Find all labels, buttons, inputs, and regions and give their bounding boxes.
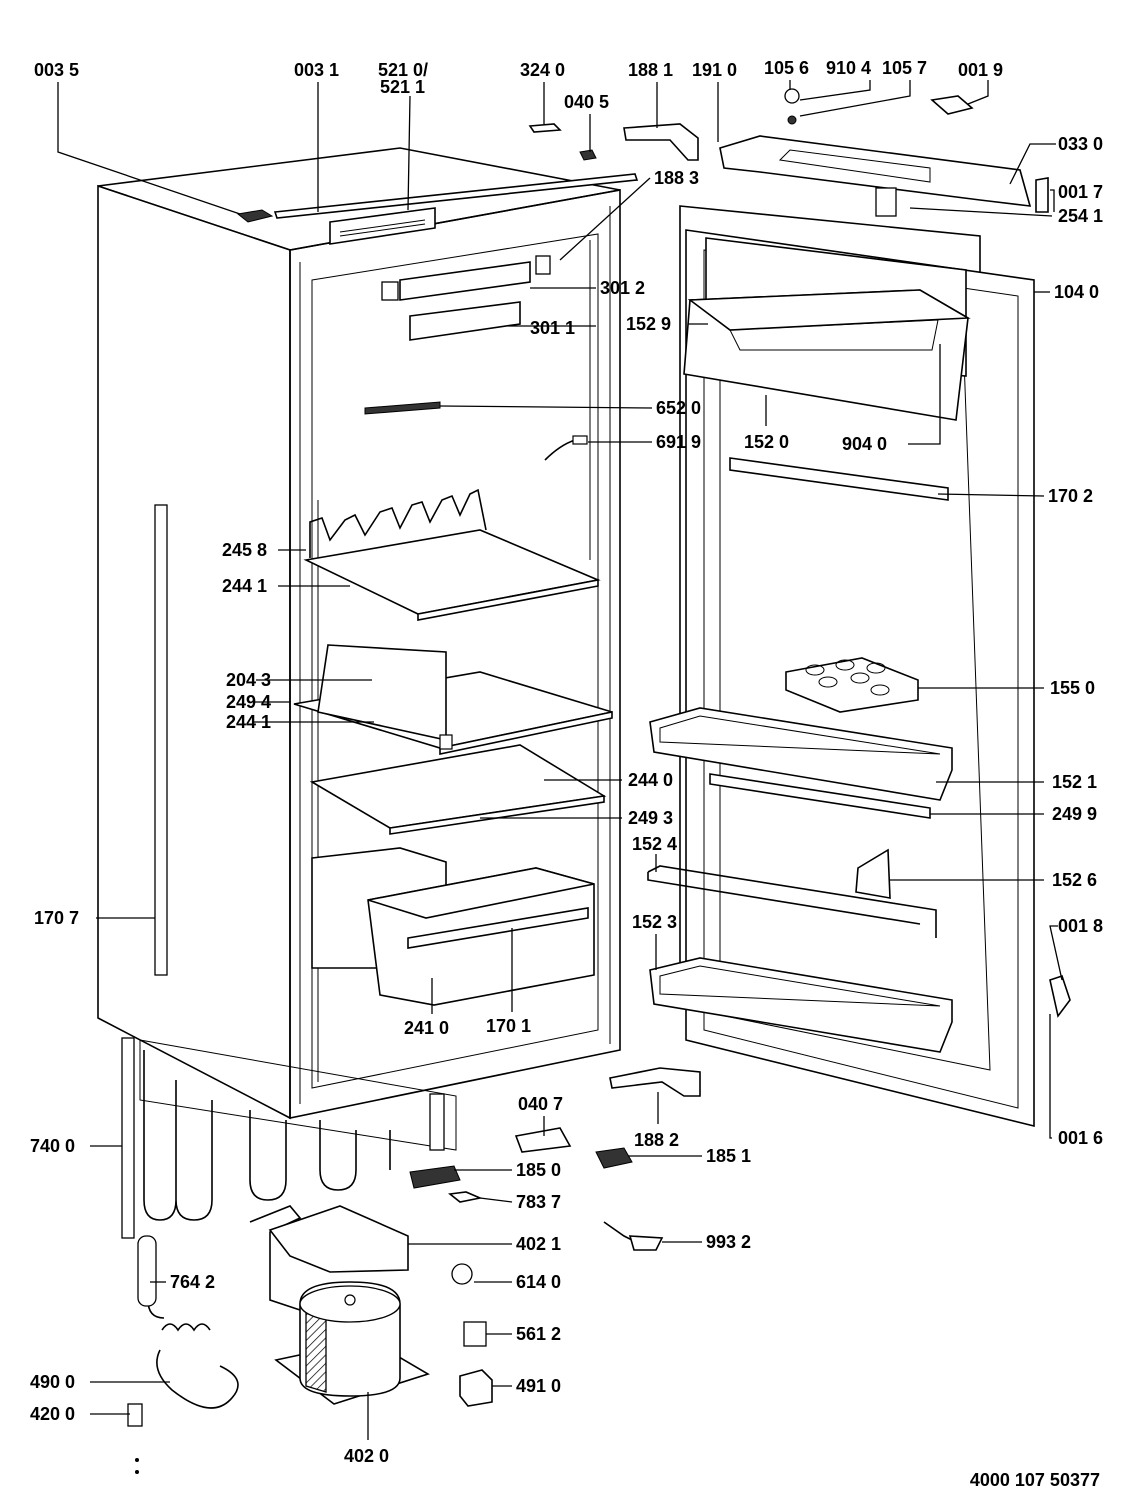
- label-9040: 904 0: [842, 434, 887, 454]
- label-4900: 490 0: [30, 1372, 75, 1392]
- label-4020: 402 0: [344, 1446, 389, 1466]
- label-1526: 152 6: [1052, 870, 1097, 890]
- label-7642: 764 2: [170, 1272, 215, 1292]
- label-4021: 402 1: [516, 1234, 561, 1254]
- label-0035: 003 5: [34, 60, 79, 80]
- document-number: 4000 107 50377: [970, 1470, 1100, 1490]
- label-0031: 003 1: [294, 60, 339, 80]
- label-2493: 249 3: [628, 808, 673, 828]
- label-2440: 244 0: [628, 770, 673, 790]
- shelf-lower: [309, 744, 607, 835]
- label-1850: 185 0: [516, 1160, 561, 1180]
- label-0018: 001 8: [1058, 916, 1103, 936]
- label-1520: 152 0: [744, 432, 789, 452]
- label-5211: 521 1: [380, 77, 425, 97]
- drain-channel-part-1707: [154, 504, 168, 976]
- label-2458: 245 8: [222, 540, 267, 560]
- label-5210: 521 0/: [378, 60, 428, 80]
- label-0407: 040 7: [518, 1094, 563, 1114]
- label-3012: 301 2: [600, 278, 645, 298]
- shelf-middle-with-cover: [293, 644, 613, 755]
- label-2494: 249 4: [226, 692, 271, 712]
- compressor-assembly: [127, 1205, 493, 1474]
- label-0330: 033 0: [1058, 134, 1103, 154]
- label-1702: 170 2: [1048, 486, 1093, 506]
- label-2441-upper: 244 1: [222, 576, 267, 596]
- label-2410: 241 0: [404, 1018, 449, 1038]
- label-1524: 152 4: [632, 834, 677, 854]
- label-1910: 191 0: [692, 60, 737, 80]
- crisper-drawer: [311, 847, 595, 1006]
- label-2499: 249 9: [1052, 804, 1097, 824]
- label-2043: 204 3: [226, 670, 271, 690]
- label-9104: 910 4: [826, 58, 871, 78]
- label-1851: 185 1: [706, 1146, 751, 1166]
- leader-lines: [57, 80, 1063, 1440]
- label-0017: 001 7: [1058, 182, 1103, 202]
- label-3011: 301 1: [530, 318, 575, 338]
- label-5612: 561 2: [516, 1324, 561, 1344]
- label-3240: 324 0: [520, 60, 565, 80]
- fridge-door: [647, 205, 1035, 1128]
- label-7837: 783 7: [516, 1192, 561, 1212]
- label-6919: 691 9: [656, 432, 701, 452]
- label-1056: 105 6: [764, 58, 809, 78]
- label-1550: 155 0: [1050, 678, 1095, 698]
- label-1529: 152 9: [626, 314, 671, 334]
- label-1701: 170 1: [486, 1016, 531, 1036]
- label-9932: 993 2: [706, 1232, 751, 1252]
- label-4200: 420 0: [30, 1404, 75, 1424]
- label-0019: 001 9: [958, 60, 1003, 80]
- label-1881: 188 1: [628, 60, 673, 80]
- label-7400: 740 0: [30, 1136, 75, 1156]
- label-2541: 254 1: [1058, 206, 1103, 226]
- label-4910: 491 0: [516, 1376, 561, 1396]
- label-1707: 170 7: [34, 908, 79, 928]
- part-number-labels: 003 5 003 1 521 0/ 521 1 324 0 040 5 188…: [30, 58, 1103, 1490]
- label-0016: 001 6: [1058, 1128, 1103, 1148]
- bottom-hinge-parts: [409, 974, 1071, 1251]
- label-6520: 652 0: [656, 398, 701, 418]
- label-1883: 188 3: [654, 168, 699, 188]
- label-1521: 152 1: [1052, 772, 1097, 792]
- label-2441-lower: 244 1: [226, 712, 271, 732]
- condenser-coil: [121, 1037, 457, 1239]
- label-1882: 188 2: [634, 1130, 679, 1150]
- label-1040: 104 0: [1054, 282, 1099, 302]
- shelf-upper: [303, 488, 601, 621]
- label-1523: 152 3: [632, 912, 677, 932]
- label-1057: 105 7: [882, 58, 927, 78]
- top-hinge-parts: [528, 88, 1049, 217]
- label-0405: 040 5: [564, 92, 609, 112]
- label-6140: 614 0: [516, 1272, 561, 1292]
- fridge-cabinet: [97, 147, 639, 1120]
